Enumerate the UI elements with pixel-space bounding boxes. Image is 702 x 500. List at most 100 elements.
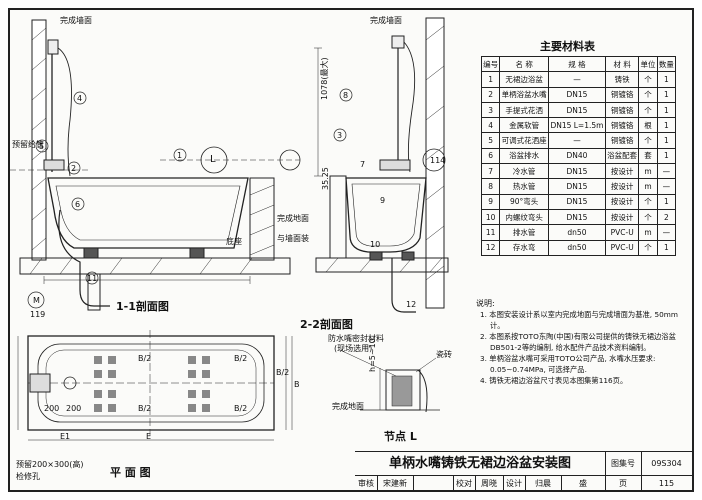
col-header: 单位 <box>638 55 658 73</box>
materials-cell: 个 <box>638 132 658 149</box>
materials-cell: PVC-U <box>604 239 640 256</box>
col-header: 编号 <box>480 55 501 73</box>
materials-cell: — <box>548 71 606 88</box>
page-number: 115 <box>658 479 675 488</box>
materials-cell: DN40 <box>548 147 606 165</box>
bathtub-section-2 <box>345 177 427 253</box>
sig-cell: 设计 <box>503 476 526 492</box>
materials-cell: 手提式花洒 <box>499 101 549 119</box>
callout-4: 4 <box>77 94 83 103</box>
sig-cell: 周晓 <box>475 476 504 492</box>
note-item: 2. 本图系按TOTO东陶(中国)有限公司提供的铸铁无裙边浴盆DB501-2等的… <box>480 332 676 352</box>
materials-cell: 1 <box>656 147 677 165</box>
drain-plan <box>63 376 77 390</box>
sig-cell <box>413 476 454 492</box>
bathtub-section-1 <box>47 177 249 249</box>
materials-cell: 90°弯头 <box>499 193 549 210</box>
materials-cell: 3 <box>480 101 501 119</box>
materials-cell: DN15 <box>548 86 606 103</box>
materials-cell: — <box>656 178 677 195</box>
wall-left <box>31 19 47 261</box>
sig-cell: 盛 <box>561 476 606 492</box>
materials-cell: 铜镀铬 <box>604 117 640 134</box>
materials-cell: 按设计 <box>604 178 640 195</box>
dim-B2: B/2 <box>234 354 248 363</box>
dim-B2: B/2 <box>138 404 152 413</box>
label-base: 底座 <box>226 237 242 246</box>
materials-cell: 1 <box>656 193 677 210</box>
dim-height-max: 1078(最大) <box>320 57 329 100</box>
materials-header-row: 编号 名 称 规 格 材 料 单位 数量 <box>480 55 677 73</box>
materials-cell: 铜镀铬 <box>604 101 640 119</box>
materials-cell: m <box>638 178 658 195</box>
materials-cell: 个 <box>638 193 658 210</box>
sig-cell: 归晨 <box>525 476 562 492</box>
callout-8: 8 <box>343 91 349 100</box>
materials-cell: PVC-U <box>604 224 640 241</box>
materials-cell: — <box>656 163 677 180</box>
materials-cell: 1 <box>656 101 677 119</box>
label-tile: 瓷砖 <box>436 350 452 359</box>
notes-heading: 说明: <box>476 299 495 308</box>
materials-cell: 可调式花洒座 <box>499 132 549 149</box>
materials-cell: 11 <box>480 224 501 241</box>
materials-cell: dn50 <box>548 239 606 256</box>
dim-h: h=5~10 <box>368 338 377 372</box>
view-title-section-1: 1-1剖面图 <box>116 300 169 313</box>
materials-title: 主要材料表 <box>540 40 595 53</box>
callout-M <box>27 291 45 309</box>
dim-E: E <box>146 432 152 441</box>
floor-slab-1 <box>19 257 291 275</box>
dim-200: 200 <box>44 404 60 413</box>
materials-cell: 8 <box>480 178 501 195</box>
materials-cell: 个 <box>638 86 658 103</box>
materials-cell: 4 <box>480 117 501 134</box>
note-item: 1. 本图安装设计系以室内完成地面与完成墙面为基准, 50mm计。 <box>480 310 678 330</box>
materials-cell: 金属软管 <box>499 117 549 134</box>
sig-cell: 审核 <box>355 476 378 492</box>
label-finished-wall: 完成墙面 <box>60 16 92 25</box>
label-shelf-pipe: 预留给管 <box>12 140 44 149</box>
dim-B2: B/2 <box>138 354 152 363</box>
materials-cell: 内螺纹弯头 <box>499 208 549 226</box>
drawing-title: 单柄水嘴铸铁无裙边浴盆安装图 <box>355 452 606 475</box>
label-114: 114 <box>430 156 446 165</box>
dim-B2: B/2 <box>234 404 248 413</box>
materials-cell: 1 <box>656 117 677 134</box>
materials-cell: 12 <box>480 239 501 256</box>
materials-cell: 9 <box>480 193 501 210</box>
materials-cell: 热水管 <box>499 178 549 195</box>
materials-cell: 冷水管 <box>499 163 549 180</box>
materials-cell: DN15 <box>548 178 606 195</box>
materials-cell: DN15 L=1.5m <box>548 117 606 134</box>
materials-cell: 铸铁 <box>604 71 640 88</box>
materials-cell: — <box>548 132 606 149</box>
materials-cell: DN15 <box>548 101 606 119</box>
handshower <box>47 39 59 55</box>
materials-cell: DN15 <box>548 208 606 226</box>
materials-cell: 1 <box>656 86 677 103</box>
materials-cell: 7 <box>480 163 501 180</box>
label-waterproof: 防水嘴密封材料 <box>328 334 384 343</box>
sig-cell: 宋建新 <box>377 476 414 492</box>
label-finished-wall: 完成墙面 <box>370 16 402 25</box>
label-L: L <box>210 154 216 165</box>
materials-cell: 按设计 <box>604 193 640 210</box>
callout-7: 7 <box>360 160 366 169</box>
materials-cell: m <box>638 163 658 180</box>
materials-cell: 按设计 <box>604 208 640 226</box>
col-header: 名 称 <box>499 55 549 73</box>
materials-cell: 套 <box>638 147 658 165</box>
materials-cell: 2 <box>656 208 677 226</box>
materials-cell: 浴盆排水 <box>499 147 549 165</box>
